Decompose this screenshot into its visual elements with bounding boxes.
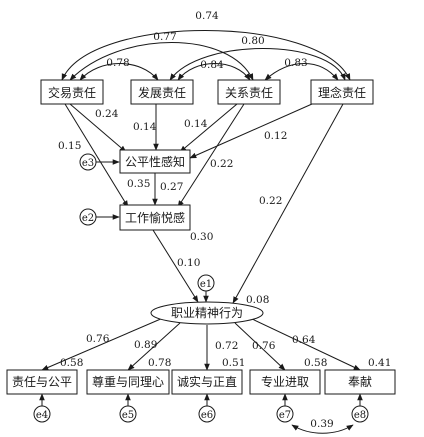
corr-arc-e7-e8 (291, 424, 354, 434)
coef-loading-respect-empathy: 0.89 (134, 339, 157, 351)
loading-respect-empathy (127, 322, 181, 371)
coef-fairness-to-pleasure: 0.27 (160, 181, 183, 193)
coef-transaction-to-pleasure: 0.15 (58, 140, 81, 152)
label-e1: e1 (200, 279, 212, 290)
coef-corr-development-relational: 0.84 (200, 59, 224, 71)
box-ideological-responsibility (310, 79, 374, 105)
loading-professional-advance (234, 322, 286, 371)
error-circle-e2 (79, 208, 97, 226)
path-relational-to-pleasure (177, 103, 245, 208)
label-e7: e7 (279, 410, 291, 421)
box-responsibility-fairness (6, 369, 78, 395)
label-e5: e5 (122, 410, 134, 421)
label-ideological-responsibility: 理念责任 (318, 85, 366, 100)
r2-dedication: 0.41 (368, 357, 391, 369)
label-e4: e4 (36, 410, 48, 421)
corr-arc-transaction-relational (69, 42, 254, 81)
error-circle-e4 (33, 405, 51, 423)
path-relational-to-fairness (179, 103, 238, 153)
label-honesty-integrity: 诚实与正直 (177, 374, 237, 389)
box-dedication (324, 369, 396, 395)
label-e8: e8 (354, 410, 366, 421)
box-respect-empathy (86, 369, 170, 395)
coef-corr-transaction-relational: 0.77 (153, 31, 176, 43)
coef-development-to-fairness: 0.14 (133, 121, 157, 133)
r2-respect-empathy: 0.78 (148, 357, 171, 369)
r2-professionalism-behavior: 0.08 (246, 294, 269, 306)
coef-ideological-to-fairness: 0.12 (264, 130, 287, 142)
r2-perceived-fairness: 0.35 (127, 178, 150, 190)
path-transaction-to-fairness (69, 103, 127, 153)
box-perceived-fairness (119, 149, 191, 174)
corr-arc-development-relational (177, 63, 251, 81)
error-circle-e8 (351, 405, 369, 423)
coef-loading-professional-advance: 0.76 (252, 340, 276, 352)
path-ideological-to-professionalism (232, 103, 344, 304)
path-pleasure-to-professionalism (152, 229, 199, 303)
r2-honesty-integrity: 0.51 (222, 357, 245, 369)
path-transaction-to-pleasure (64, 103, 129, 208)
label-e6: e6 (201, 410, 213, 421)
coef-relational-to-pleasure: 0.22 (210, 158, 233, 170)
coef-transaction-to-fairness: 0.24 (95, 108, 119, 120)
corr-arc-development-ideological (169, 48, 346, 81)
box-transaction-responsibility (40, 79, 104, 105)
error-circle-e5 (119, 405, 137, 423)
label-perceived-fairness: 公平性感知 (125, 154, 185, 169)
error-circle-e1 (197, 274, 215, 292)
error-circle-e6 (198, 405, 216, 423)
coef-relational-to-fairness: 0.14 (184, 118, 208, 130)
corr-arc-relational-ideological (264, 63, 339, 81)
coef-ideological-to-professionalism: 0.22 (259, 195, 282, 207)
label-dedication: 奉献 (348, 374, 372, 389)
loading-dedication (249, 317, 361, 371)
corr-arc-transaction-development (79, 63, 159, 81)
label-development-responsibility: 发展责任 (138, 85, 186, 100)
loading-responsibility-fairness (41, 317, 164, 371)
label-relational-responsibility: 关系责任 (225, 86, 273, 100)
label-responsibility-fairness: 责任与公平 (12, 375, 72, 389)
corr-arc-transaction-ideological (61, 30, 351, 81)
ellipse-professionalism-behavior (150, 301, 264, 325)
label-work-pleasure: 工作愉悦感 (125, 210, 185, 225)
box-relational-responsibility (217, 79, 281, 105)
label-professional-advance: 专业进取 (261, 374, 309, 389)
box-work-pleasure (119, 204, 191, 231)
coef-loading-responsibility-fairness: 0.76 (86, 333, 110, 345)
label-e2: e2 (82, 213, 94, 224)
coef-loading-honesty-integrity: 0.72 (215, 340, 238, 352)
label-respect-empathy: 尊重与同理心 (92, 374, 164, 389)
label-professionalism-behavior: 职业精神行为 (171, 306, 243, 320)
coef-corr-transaction-ideological: 0.74 (195, 10, 219, 22)
path-ideological-to-fairness (189, 103, 313, 159)
r2-work-pleasure: 0.30 (190, 231, 213, 243)
box-honesty-integrity (171, 369, 243, 395)
coef-corr-transaction-development: 0.78 (106, 57, 129, 69)
coef-pleasure-to-professionalism: 0.10 (177, 257, 200, 269)
box-development-responsibility (130, 79, 194, 105)
coef-loading-dedication: 0.64 (292, 334, 316, 346)
label-e3: e3 (82, 158, 94, 169)
error-circle-e7 (276, 405, 294, 423)
error-circle-e3 (79, 153, 97, 171)
r2-professional-advance: 0.58 (304, 357, 327, 369)
coef-corr-relational-ideological: 0.83 (284, 57, 307, 69)
label-transaction-responsibility: 交易责任 (48, 85, 96, 100)
r2-responsibility-fairness: 0.58 (60, 357, 83, 369)
coef-corr-development-ideological: 0.80 (241, 35, 264, 47)
coef-corr-e7-e8: 0.39 (310, 418, 333, 430)
box-professional-advance (249, 369, 321, 395)
